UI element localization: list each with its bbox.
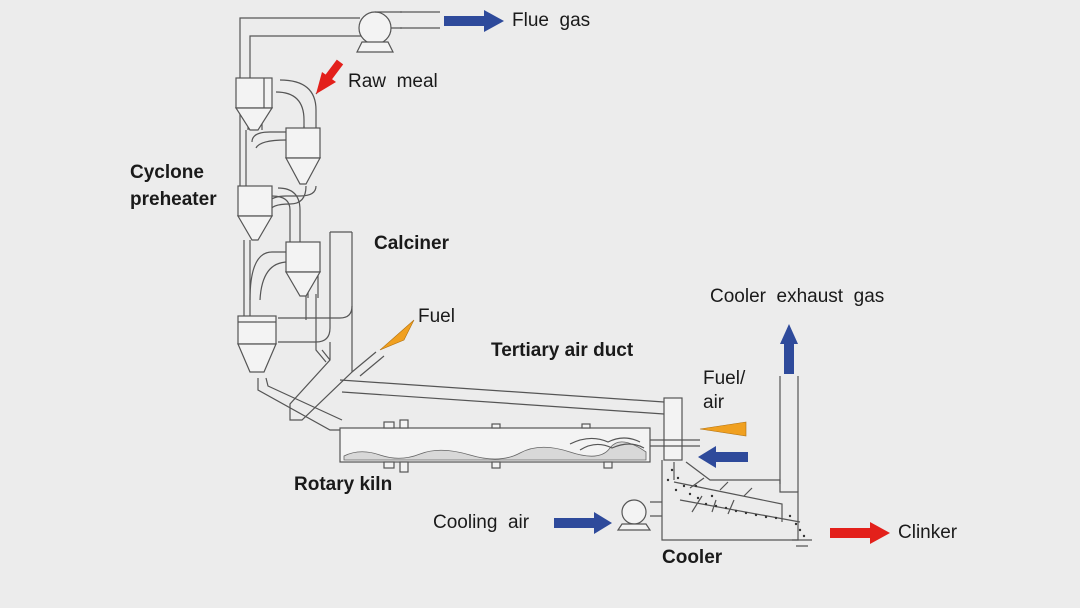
cyclone-3 <box>236 185 274 241</box>
burner-fuel-arrow <box>699 421 747 437</box>
cyclone-4 <box>284 241 322 297</box>
label-flue-gas: Flue gas <box>512 10 590 31</box>
raw-meal-arrow <box>316 59 344 94</box>
label-tertiary-air-duct: Tertiary air duct <box>491 340 634 361</box>
label-fuel-air-line1: Fuel/ <box>703 368 746 389</box>
cyclone-1 <box>234 77 274 131</box>
label-fuel: Fuel <box>418 306 455 327</box>
cooling-air-fan <box>616 499 652 531</box>
flue-gas-duct <box>239 11 440 80</box>
label-calciner: Calciner <box>374 233 450 254</box>
induced-draft-fan <box>356 11 402 53</box>
cyclone-5 <box>237 315 277 373</box>
tertiary-air-duct <box>339 351 665 415</box>
cooling-air-arrow <box>554 512 612 534</box>
kiln-hood <box>650 397 700 461</box>
fuel-arrow <box>379 319 415 351</box>
burner-air-arrow <box>698 446 748 468</box>
label-preheater: preheater <box>130 189 217 210</box>
rotary-kiln <box>339 419 651 473</box>
cooler-exhaust-arrow <box>780 324 798 374</box>
label-cooler-exhaust-gas: Cooler exhaust gas <box>710 286 884 307</box>
label-clinker: Clinker <box>898 522 958 543</box>
label-cooler: Cooler <box>662 547 723 568</box>
cyclone-2 <box>284 127 322 185</box>
label-rotary-kiln: Rotary kiln <box>294 474 392 495</box>
clinker-arrow <box>830 522 890 544</box>
flue-gas-arrow <box>444 10 504 32</box>
label-cooling-air: Cooling air <box>433 512 530 533</box>
label-cyclone: Cyclone <box>130 162 204 183</box>
label-fuel-air-line2: air <box>703 392 725 413</box>
label-raw-meal: Raw meal <box>348 71 438 92</box>
clinker-cooler <box>650 376 812 547</box>
